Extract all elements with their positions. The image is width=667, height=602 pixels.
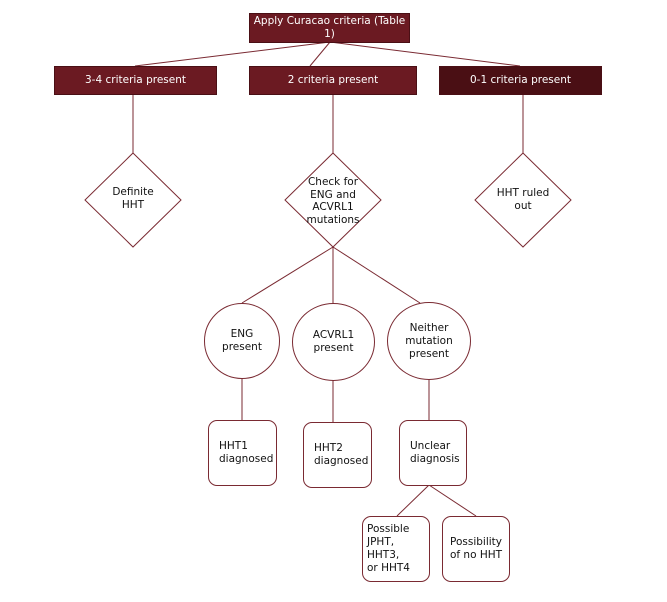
neither-mutation-circle: Neither mutation present — [387, 302, 471, 380]
definite-hht-label: Definite HHT — [112, 186, 154, 211]
branch-0-1-criteria: 0-1 criteria present — [439, 66, 602, 95]
branch-3-4-criteria: 3-4 criteria present — [54, 66, 217, 95]
acvrl1-present-circle: ACVRL1 present — [292, 303, 375, 381]
unclear-diagnosis-box: Unclear diagnosis — [399, 420, 467, 486]
possibility-no-hht-box: Possibility of no HHT — [442, 516, 510, 582]
eng-present-circle: ENG present — [204, 303, 280, 379]
hht-ruled-out-label: HHT ruled out — [496, 187, 550, 212]
hht-ruled-out-diamond — [474, 152, 572, 248]
check-mutations-diamond — [284, 152, 382, 248]
definite-hht-diamond — [84, 152, 182, 248]
hht1-diagnosed-box: HHT1 diagnosed — [208, 420, 277, 486]
root-node: Apply Curacao criteria (Table 1) — [249, 13, 410, 43]
check-mutations-label: Check for ENG and ACVRL1 mutations — [306, 176, 360, 226]
hht2-diagnosed-box: HHT2 diagnosed — [303, 422, 372, 488]
possible-jpht-box: Possible JPHT, HHT3, or HHT4 — [362, 516, 430, 582]
branch-2-criteria: 2 criteria present — [249, 66, 417, 95]
